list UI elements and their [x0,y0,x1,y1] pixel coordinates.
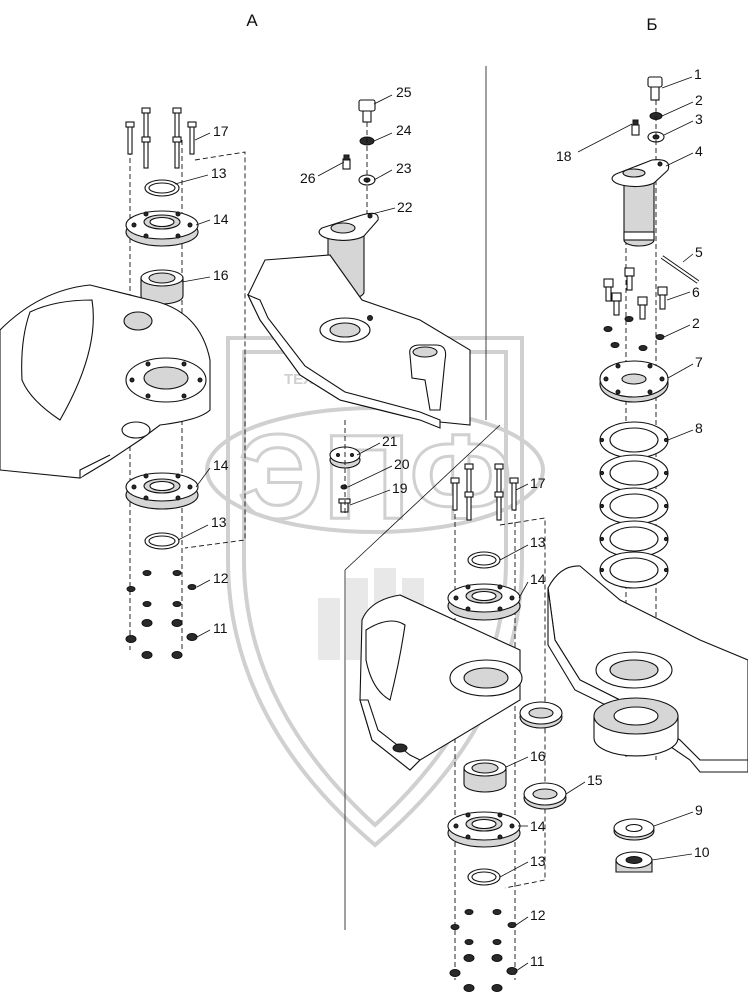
callout-9: 9 [695,802,703,818]
callout-10: 10 [694,844,710,860]
callout-13: 13 [211,165,227,181]
view-label-b: Б [646,15,657,34]
callout-17: 17 [213,123,229,139]
callout-1: 1 [694,66,702,82]
right-column-assembly [547,76,748,873]
pin-4 [611,159,670,247]
callout-14: 14 [213,211,229,227]
left-hub-assembly [0,107,246,659]
view-label-a: А [246,11,258,30]
callout-13: 13 [530,534,546,550]
callout-21: 21 [382,433,398,449]
callout-17: 17 [530,475,546,491]
washers-12 [126,570,197,607]
bearing-flange-14 [447,811,521,848]
bearing-flange-14 [447,583,521,621]
bearing-flange-14 [125,210,199,247]
callout-25: 25 [396,84,412,100]
callout-20: 20 [394,456,410,472]
bolt-17-group [450,463,519,521]
callout-13: 13 [211,514,227,530]
callout-16: 16 [530,748,546,764]
bearing-flange-14 [125,472,199,510]
callout-7: 7 [695,354,703,370]
callout-4: 4 [695,143,703,159]
bolt-17-group [125,107,197,169]
callout-5: 5 [695,244,703,260]
separator-line [344,424,501,571]
washers-12 [450,909,517,945]
callout-2: 2 [692,315,700,331]
callout-14: 14 [213,457,229,473]
callout-18: 18 [556,148,572,164]
nuts-11 [449,954,518,992]
callout-8: 8 [695,420,703,436]
bolts-6 [603,267,668,320]
callout-24: 24 [396,122,412,138]
callout-16: 16 [213,267,229,283]
callout-26: 26 [300,170,316,186]
lower-hub-assembly [359,463,567,992]
callout-13: 13 [530,853,546,869]
callout-6: 6 [692,284,700,300]
center-arm-assembly [246,99,471,515]
callout-19: 19 [392,480,408,496]
callout-22: 22 [397,199,413,215]
shim-stack-8 [599,421,669,589]
callout-23: 23 [396,160,412,176]
callout-15: 15 [587,772,603,788]
callout-3: 3 [695,111,703,127]
callout-14: 14 [530,571,546,587]
washers-2 [603,316,665,351]
nuts-11 [125,619,198,659]
callout-12: 12 [530,907,546,923]
frame-plate [0,284,211,479]
callout-labels: 25 24 23 26 22 17 13 14 16 14 13 12 11 2… [211,66,710,969]
callout-14: 14 [530,818,546,834]
callout-2: 2 [695,92,703,108]
callout-11: 11 [213,620,228,636]
leader-lines [174,76,694,972]
callout-11: 11 [530,953,545,969]
callout-12: 12 [213,570,229,586]
